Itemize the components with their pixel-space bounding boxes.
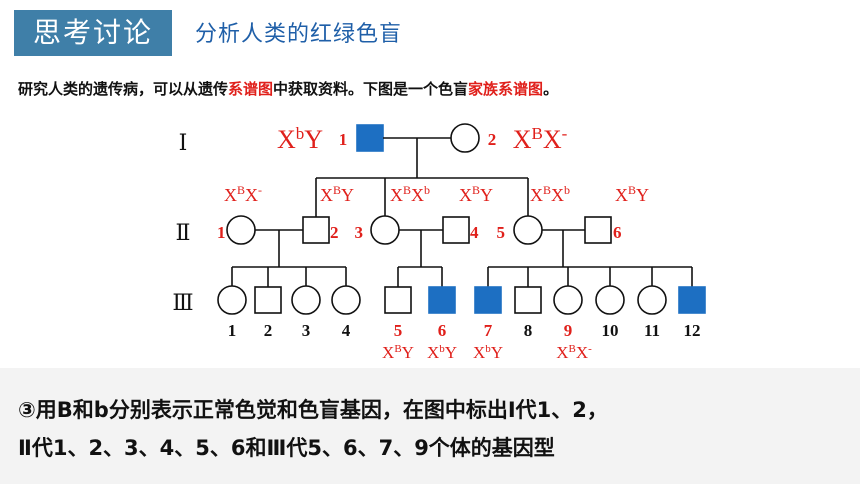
- gen2-genotype-2: XBY: [320, 183, 354, 205]
- question-line-1: ③用B和b分别表示正常色觉和色盲基因，在图中标出I代1、2，: [18, 398, 608, 422]
- gen3-individual-9: [553, 285, 583, 315]
- gen3-number-12: 12: [684, 321, 701, 340]
- intro-part-3: 。: [543, 80, 559, 98]
- gen3-individual-11: [637, 285, 667, 315]
- gen2-number-2: 2: [330, 223, 339, 242]
- gen3-number-2: 2: [264, 321, 273, 340]
- gen2-genotype-5: XBXb: [530, 183, 570, 205]
- gen2-genotype-1: XBX-: [224, 183, 262, 205]
- gen3-number-7: 7: [484, 321, 493, 340]
- gen2-individual-3: [370, 215, 400, 245]
- gen3-number-1: 1: [228, 321, 237, 340]
- gen3-genotype-5: XBY: [382, 343, 414, 362]
- gen1-genotype-2: XBX-: [513, 124, 568, 155]
- gen2-individual-5: [513, 215, 543, 245]
- gen3-individual-12: [678, 286, 706, 314]
- gen3-genotype-9: XBX-: [556, 343, 592, 362]
- gen3-individual-6: [428, 286, 456, 314]
- gen3-number-6: 6: [438, 321, 447, 340]
- gen3-number-8: 8: [524, 321, 533, 340]
- gen1-genotype-1: XbY: [277, 124, 323, 155]
- gen3-individual-3: [291, 285, 321, 315]
- gen3-individual-8: [514, 286, 542, 314]
- gen3-individual-4: [331, 285, 361, 315]
- generation-label-1: Ⅰ: [179, 130, 188, 155]
- gen3-individual-2: [254, 286, 282, 314]
- gen3-individual-10: [595, 285, 625, 315]
- gen3-number-11: 11: [644, 321, 660, 340]
- gen2-number-6: 6: [613, 223, 622, 242]
- gen3-individual-7: [474, 286, 502, 314]
- gen2-genotype-6: XBY: [615, 183, 649, 205]
- gen2-number-3: 3: [355, 223, 364, 242]
- gen2-genotype-4: XBY: [459, 183, 493, 205]
- gen1-individual-2: [450, 123, 480, 153]
- gen3-genotype-7: XbY: [473, 343, 503, 362]
- gen3-number-9: 9: [564, 321, 573, 340]
- gen3-number-4: 4: [342, 321, 351, 340]
- intro-text: 研究人类的遗传病，可以从遗传系谱图中获取资料。下图是一个色盲家族系谱图。: [18, 78, 558, 99]
- slide-title: 思考讨论: [14, 10, 172, 56]
- gen3-number-5: 5: [394, 321, 403, 340]
- gen1-individual-1: [356, 124, 384, 152]
- generation-label-3: Ⅲ: [172, 290, 193, 315]
- gen1-number-1: 1: [339, 130, 348, 149]
- gen3-individual-1: [217, 285, 247, 315]
- gen2-individual-6: [584, 216, 612, 244]
- gen3-genotype-6: XbY: [427, 343, 457, 362]
- gen2-individual-1: [226, 215, 256, 245]
- generation-label-2: Ⅱ: [176, 220, 191, 245]
- gen2-individual-2: [302, 216, 330, 244]
- intro-part-2: 中获取资料。下图是一个色盲: [273, 80, 469, 98]
- gen1-number-2: 2: [488, 130, 497, 149]
- slide-subtitle: 分析人类的红绿色盲: [195, 22, 403, 47]
- gen2-genotype-3: XBXb: [390, 183, 430, 205]
- question-line-2: Ⅱ代1、2、3、4、5、6和Ⅲ代5、6、7、9个体的基因型: [18, 436, 555, 460]
- intro-highlight-family-pedigree: 家族系谱图: [468, 80, 544, 98]
- question-panel: ③用B和b分别表示正常色觉和色盲基因，在图中标出I代1、2， Ⅱ代1、2、3、4…: [0, 368, 860, 484]
- gen3-number-10: 10: [602, 321, 619, 340]
- gen3-number-3: 3: [302, 321, 311, 340]
- intro-part-1: 研究人类的遗传病，可以从遗传: [18, 80, 229, 98]
- intro-highlight-pedigree: 系谱图: [228, 80, 274, 98]
- gen2-individual-4: [442, 216, 470, 244]
- gen2-number-1: 1: [217, 223, 226, 242]
- gen3-individual-5: [384, 286, 412, 314]
- gen2-number-4: 4: [470, 223, 479, 242]
- gen2-number-5: 5: [497, 223, 506, 242]
